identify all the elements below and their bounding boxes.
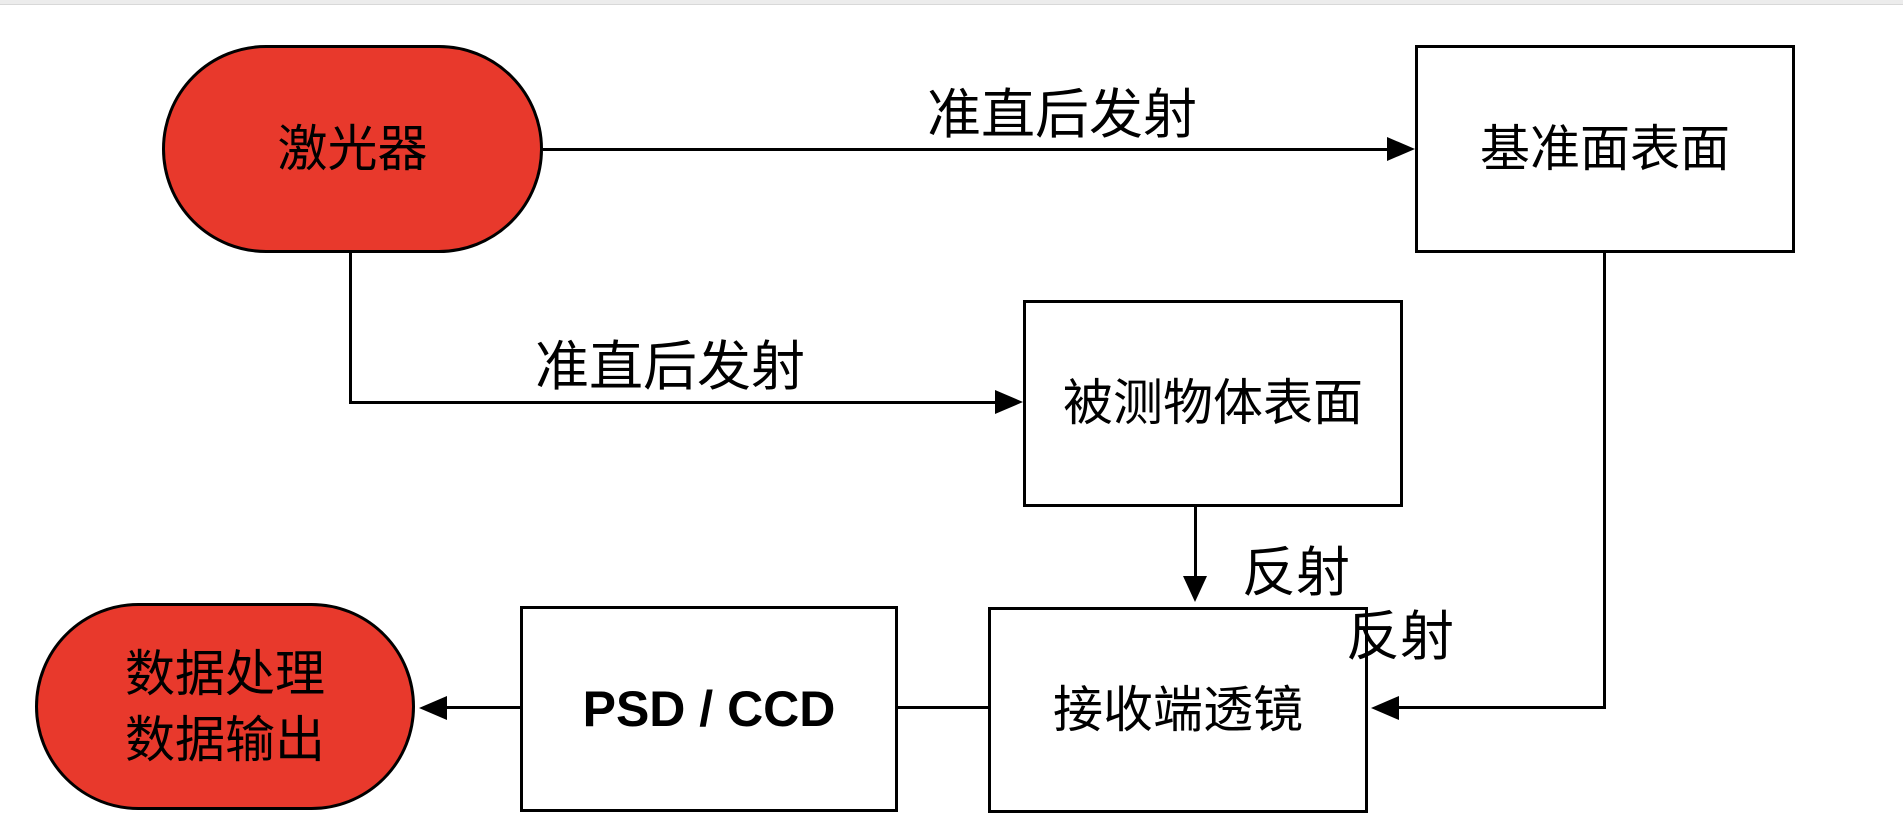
edge-reference-to-lens-arrowhead	[1371, 696, 1399, 720]
node-laser-label: 激光器	[277, 120, 428, 177]
node-object-surface: 被测物体表面	[1023, 300, 1403, 507]
node-psd-ccd: PSD / CCD	[520, 606, 898, 812]
edge-label-reflect-reference: 反射	[1346, 607, 1454, 667]
node-reference-surface: 基准面表面	[1415, 45, 1795, 253]
node-receiver-lens-label: 接收端透镜	[1053, 681, 1303, 738]
edge-psd-to-data-arrowhead	[419, 696, 447, 720]
node-data-processing-line2: 数据输出	[125, 711, 325, 768]
page-top-edge	[0, 0, 1903, 5]
edge-label-collimated-emit-top: 准直后发射	[927, 85, 1197, 145]
edge-label-collimated-emit-mid: 准直后发射	[535, 337, 805, 397]
edge-object-to-lens-line	[1194, 507, 1197, 577]
edge-laser-to-object-vertical-line	[349, 253, 352, 404]
node-object-surface-label: 被测物体表面	[1063, 375, 1363, 431]
edge-laser-to-reference-arrowhead	[1387, 137, 1415, 161]
edge-psd-to-data-line	[446, 706, 520, 709]
node-receiver-lens: 接收端透镜	[988, 607, 1368, 813]
edge-object-to-lens-arrowhead	[1183, 576, 1207, 602]
edge-reference-to-lens-vertical-line	[1603, 253, 1606, 709]
node-laser: 激光器	[162, 45, 543, 253]
edge-laser-to-object-arrowhead	[995, 390, 1023, 414]
edge-label-reflect-object: 反射	[1242, 543, 1350, 603]
node-data-processing: 数据处理 数据输出	[35, 603, 415, 810]
node-data-processing-line1: 数据处理	[125, 645, 325, 702]
node-psd-ccd-label: PSD / CCD	[582, 680, 836, 737]
edge-laser-to-reference-line	[543, 148, 1387, 151]
edge-reference-to-lens-line	[1399, 706, 1605, 709]
node-reference-surface-label: 基准面表面	[1480, 120, 1730, 177]
edge-lens-to-psd-line	[898, 706, 988, 709]
edge-laser-to-object-line	[349, 401, 995, 404]
